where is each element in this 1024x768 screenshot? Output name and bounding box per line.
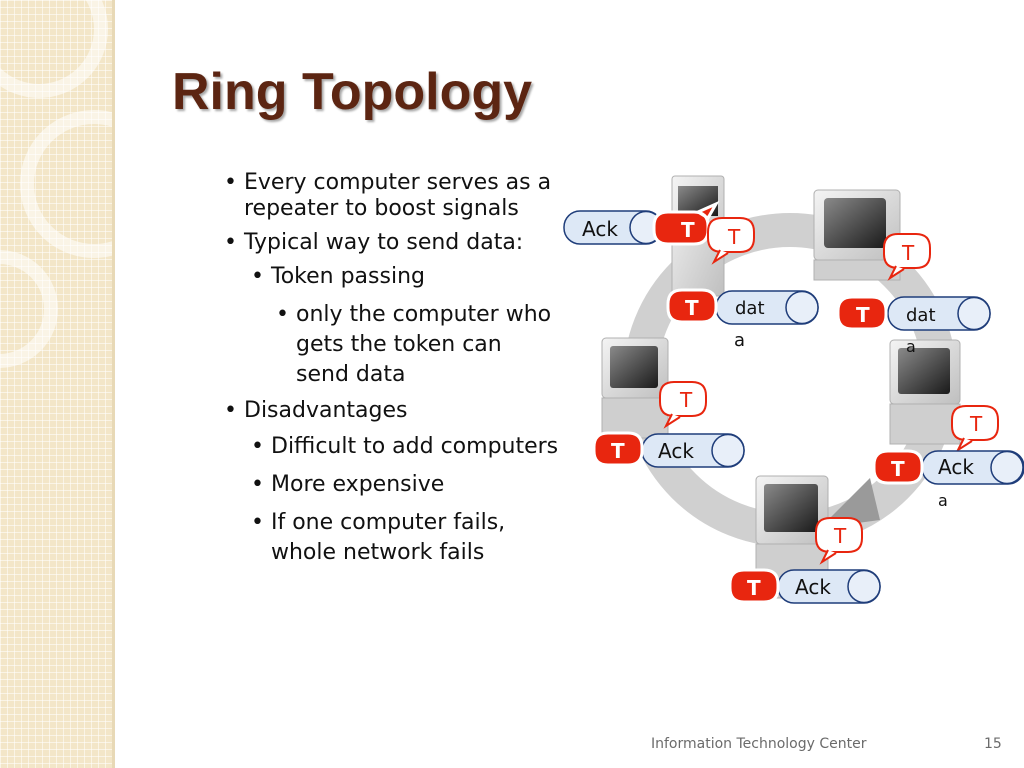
- bullet-send-data: Typical way to send data:: [224, 230, 574, 256]
- bullet-disadvantages: Disadvantages: [224, 398, 574, 424]
- bullet-difficult-add: Difficult to add computers: [251, 432, 561, 462]
- token-bubble-icon: T: [815, 517, 863, 565]
- ack-label: Ack: [582, 217, 618, 241]
- token-icon: T: [728, 568, 780, 604]
- token-icon: T: [872, 449, 924, 485]
- token-label: T: [891, 457, 905, 481]
- ack-label: Ack: [795, 575, 831, 599]
- ack-packet-top: Ack: [563, 210, 663, 245]
- bullet-token-holder: only the computer who gets the token can…: [276, 300, 556, 390]
- data-packet-2: dat: [887, 296, 991, 331]
- computer-top-right: [813, 189, 901, 281]
- ack-packet-left: Ack: [641, 433, 745, 468]
- token-bubble-icon: T: [707, 217, 755, 265]
- token-bubble-icon: T: [883, 233, 931, 281]
- stray-a-label: a: [938, 491, 948, 510]
- decorative-side-panel: [0, 0, 112, 768]
- token-bubble-label: T: [679, 388, 693, 412]
- token-label: T: [685, 296, 699, 320]
- computer-right: [889, 339, 961, 445]
- ring-arrow-icon: [820, 478, 880, 528]
- token-icon: T: [592, 431, 644, 467]
- slide-number: 15: [984, 736, 1002, 752]
- data-label-suffix: a: [906, 337, 916, 356]
- token-label: T: [681, 218, 695, 242]
- bullet-list: Every computer serves as a repeater to b…: [214, 170, 574, 568]
- token-bubble-label: T: [833, 524, 847, 548]
- bullet-expensive: More expensive: [251, 472, 561, 498]
- token-label: T: [856, 303, 870, 327]
- slide-title: Ring Topology: [172, 63, 533, 121]
- bullet-one-fails: If one computer fails, whole network fai…: [251, 508, 561, 568]
- token-label: T: [747, 576, 761, 600]
- bullet-repeater: Every computer serves as a repeater to b…: [224, 170, 574, 222]
- ack-label: Ack: [658, 439, 694, 463]
- data-label: dat: [906, 305, 936, 326]
- side-panel-edge: [112, 0, 115, 768]
- data-label-suffix: a: [734, 330, 745, 351]
- token-bubble-label: T: [901, 241, 915, 265]
- computer-left: [601, 337, 669, 439]
- token-bubble-label: T: [969, 412, 983, 436]
- bullet-token-passing: Token passing: [251, 264, 561, 290]
- ack-packet-right: Ack: [921, 450, 1024, 485]
- data-label: dat: [735, 298, 765, 319]
- data-packet-1: dat: [715, 290, 819, 325]
- token-bubble-icon: T: [659, 381, 707, 429]
- footer-organization: Information Technology Center: [651, 736, 867, 752]
- token-bubble-label: T: [727, 225, 741, 249]
- ack-label: Ack: [938, 455, 974, 479]
- token-icon: T: [652, 200, 720, 246]
- ack-packet-bottom: Ack: [777, 569, 881, 604]
- token-icon: T: [836, 295, 888, 331]
- token-icon: T: [666, 288, 718, 324]
- token-bubble-icon: T: [951, 405, 999, 453]
- token-label: T: [611, 439, 625, 463]
